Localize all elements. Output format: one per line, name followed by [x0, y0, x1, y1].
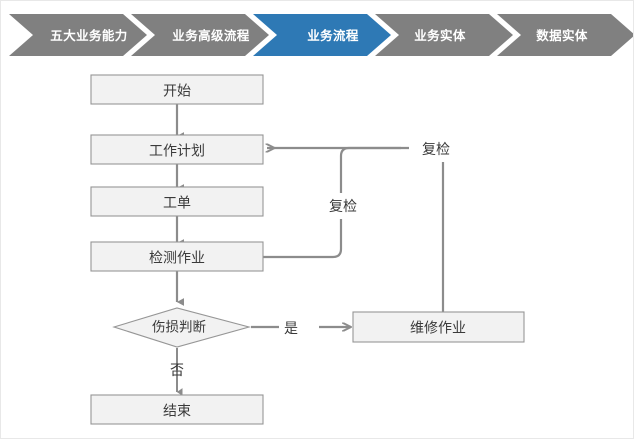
node-decision[interactable]: 伤损判断	[112, 307, 252, 348]
node-start-shape	[90, 74, 264, 105]
breadcrumb-item-3[interactable]: 业务流程	[253, 14, 391, 56]
recheck-outer-label-backdrop	[409, 136, 463, 162]
flowchart: 开始 工作计划 工单 检测作业 伤损判断	[1, 56, 633, 438]
node-decision-shape	[112, 307, 252, 348]
node-start[interactable]: 开始	[90, 74, 264, 105]
node-repair-label: 维修作业	[410, 320, 466, 336]
breadcrumb-item-4-label: 业务实体	[414, 28, 466, 43]
node-work-plan-shape	[90, 134, 264, 165]
chevron-shape	[9, 14, 147, 56]
node-decision-label: 伤损判断	[152, 320, 206, 335]
edge-label-recheck-outer-top: 复检	[422, 141, 450, 157]
breadcrumb-item-1-label: 五大业务能力	[50, 28, 127, 43]
chevron-shape	[497, 14, 633, 56]
node-repair-shape	[352, 311, 525, 343]
node-work-plan[interactable]: 工作计划	[90, 134, 264, 165]
breadcrumb-item-4[interactable]: 业务实体	[375, 14, 513, 56]
node-inspection-label: 检测作业	[149, 250, 205, 266]
node-end[interactable]: 结束	[90, 394, 264, 425]
node-work-order-label: 工单	[163, 195, 191, 211]
chevron-shape	[375, 14, 513, 56]
node-start-label: 开始	[163, 83, 191, 99]
node-work-plan-label: 工作计划	[149, 143, 205, 159]
breadcrumb-item-1[interactable]: 五大业务能力	[9, 14, 147, 56]
breadcrumb-item-5-label: 数据实体	[535, 28, 588, 43]
recheck-inner-label-backdrop	[316, 193, 370, 219]
breadcrumb-item-2[interactable]: 业务高级流程	[131, 14, 269, 56]
breadcrumb-item-5[interactable]: 数据实体	[497, 14, 634, 56]
node-inspection[interactable]: 检测作业	[90, 241, 264, 272]
breadcrumb-item-2-label: 业务高级流程	[172, 28, 250, 43]
node-work-order-shape	[90, 186, 264, 217]
breadcrumb-item-3-label: 业务流程	[307, 28, 359, 43]
node-inspection-shape	[90, 241, 264, 272]
node-repair[interactable]: 维修作业	[352, 311, 525, 343]
node-end-label: 结束	[163, 403, 191, 419]
breadcrumb: 五大业务能力 业务高级流程 业务流程 业务实体 数据实体	[1, 14, 634, 56]
edge-label-recheck-inner-top: 复检	[329, 198, 357, 214]
node-end-shape	[90, 394, 264, 425]
chevron-shape-active	[253, 14, 391, 56]
node-work-order[interactable]: 工单	[90, 186, 264, 217]
edge-label-yes: 是	[284, 320, 298, 336]
chevron-shape	[131, 14, 269, 56]
edge-label-no: 否	[170, 362, 184, 378]
